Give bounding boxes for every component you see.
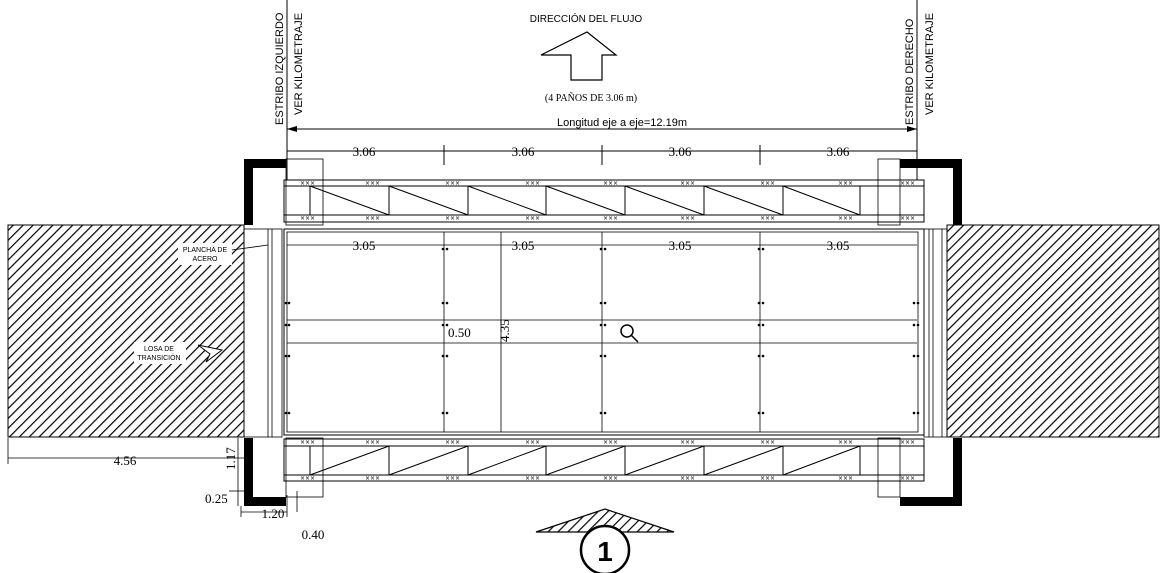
steel-plates (243, 228, 948, 438)
svg-text:×××: ××× (445, 475, 460, 482)
right-abutment-ref: VER KILOMETRAJE (924, 13, 936, 115)
svg-text:×××: ××× (300, 439, 315, 446)
svg-text:×××: ××× (760, 180, 775, 187)
svg-text:×××: ××× (525, 180, 540, 187)
dim-extra: 0.40 (302, 527, 325, 542)
deck (283, 228, 925, 436)
abutment-outlines (285, 158, 901, 498)
svg-text:×××: ××× (900, 439, 915, 446)
dim-footing: 0.25 (205, 491, 228, 506)
losa-leader-icon (197, 344, 224, 363)
length-dim-arrow-right (907, 126, 917, 132)
svg-text:×××: ××× (365, 475, 380, 482)
svg-text:×××: ××× (525, 475, 540, 482)
deck-span-3: 3.05 (669, 238, 692, 253)
svg-text:×××: ××× (603, 180, 618, 187)
svg-text:×××: ××× (300, 180, 315, 187)
deck-width-dim: 4.35 (497, 319, 512, 342)
svg-text:×××: ××× (838, 475, 853, 482)
losa-label-bg (134, 342, 186, 364)
deck-bolts (284, 247, 920, 415)
dim-wall-height: 1.17 (223, 447, 238, 470)
svg-text:×××: ××× (525, 439, 540, 446)
length-label: Longitud eje a eje=12.19m (557, 117, 687, 129)
svg-text:×××: ××× (760, 215, 775, 222)
dim-wall-width: 1.20 (262, 506, 285, 521)
deck-span-4: 3.05 (827, 238, 850, 253)
transition-slab-right (946, 224, 1160, 438)
svg-text:×××: ××× (365, 180, 380, 187)
bottom-dims (7, 438, 298, 517)
losa-label-line2: TRANSICIÓN (137, 353, 180, 362)
svg-text:×××: ××× (445, 215, 460, 222)
top-span-4: 3.06 (827, 144, 850, 159)
left-abutment-ref: VER KILOMETRAJE (293, 13, 305, 115)
spans-note: (4 PAÑOS DE 3.06 m) (545, 92, 637, 104)
svg-text:×××: ××× (445, 180, 460, 187)
svg-text:×××: ××× (603, 439, 618, 446)
top-span-1: 3.06 (353, 144, 376, 159)
top-span-ticks (286, 145, 918, 165)
right-abutment-label: ESTRIBO DERECHO (904, 18, 916, 125)
truss-bolts: ××××××××× ××××××××× ××××××××× ××××××××× … (300, 180, 915, 482)
top-span-2: 3.06 (512, 144, 535, 159)
svg-text:×××: ××× (680, 180, 695, 187)
svg-text:×××: ××× (525, 215, 540, 222)
svg-text:×××: ××× (900, 180, 915, 187)
magnifier-icon (620, 324, 639, 343)
left-abutment-label: ESTRIBO IZQUIERDO (274, 12, 286, 125)
plancha-leader (231, 244, 269, 251)
flow-direction-title: DIRECCIÓN DEL FLUJO (530, 12, 643, 25)
svg-text:×××: ××× (445, 439, 460, 446)
svg-text:×××: ××× (838, 215, 853, 222)
svg-text:×××: ××× (760, 475, 775, 482)
section-marker-number: 1 (597, 536, 613, 567)
losa-label-line1: LOSA DE (144, 346, 174, 353)
deck-span-1: 3.05 (353, 238, 376, 253)
svg-text:×××: ××× (900, 475, 915, 482)
svg-text:×××: ××× (365, 439, 380, 446)
plancha-label-line1: PLANCHA DE (183, 247, 228, 254)
svg-text:×××: ××× (365, 215, 380, 222)
svg-text:×××: ××× (838, 439, 853, 446)
svg-text:×××: ××× (680, 215, 695, 222)
svg-text:×××: ××× (603, 475, 618, 482)
svg-text:×××: ××× (680, 475, 695, 482)
deck-span-2: 3.05 (512, 238, 535, 253)
length-dim-arrow-left (287, 126, 297, 132)
svg-text:×××: ××× (603, 215, 618, 222)
plancha-label-line2: ACERO (193, 256, 218, 263)
dim-approach: 4.56 (114, 453, 137, 468)
top-span-3: 3.06 (669, 144, 692, 159)
center-strip-dim: 0.50 (448, 325, 471, 340)
svg-text:×××: ××× (300, 475, 315, 482)
section-marker-circle (579, 524, 631, 573)
svg-text:×××: ××× (300, 215, 315, 222)
top-truss (283, 179, 925, 223)
bottom-truss (283, 438, 925, 482)
svg-text:×××: ××× (900, 215, 915, 222)
svg-text:×××: ××× (680, 439, 695, 446)
plancha-label-bg (178, 243, 232, 265)
svg-text:×××: ××× (760, 439, 775, 446)
flow-arrow-icon (540, 31, 618, 81)
abutment-walls (244, 159, 962, 506)
svg-text:×××: ××× (838, 180, 853, 187)
